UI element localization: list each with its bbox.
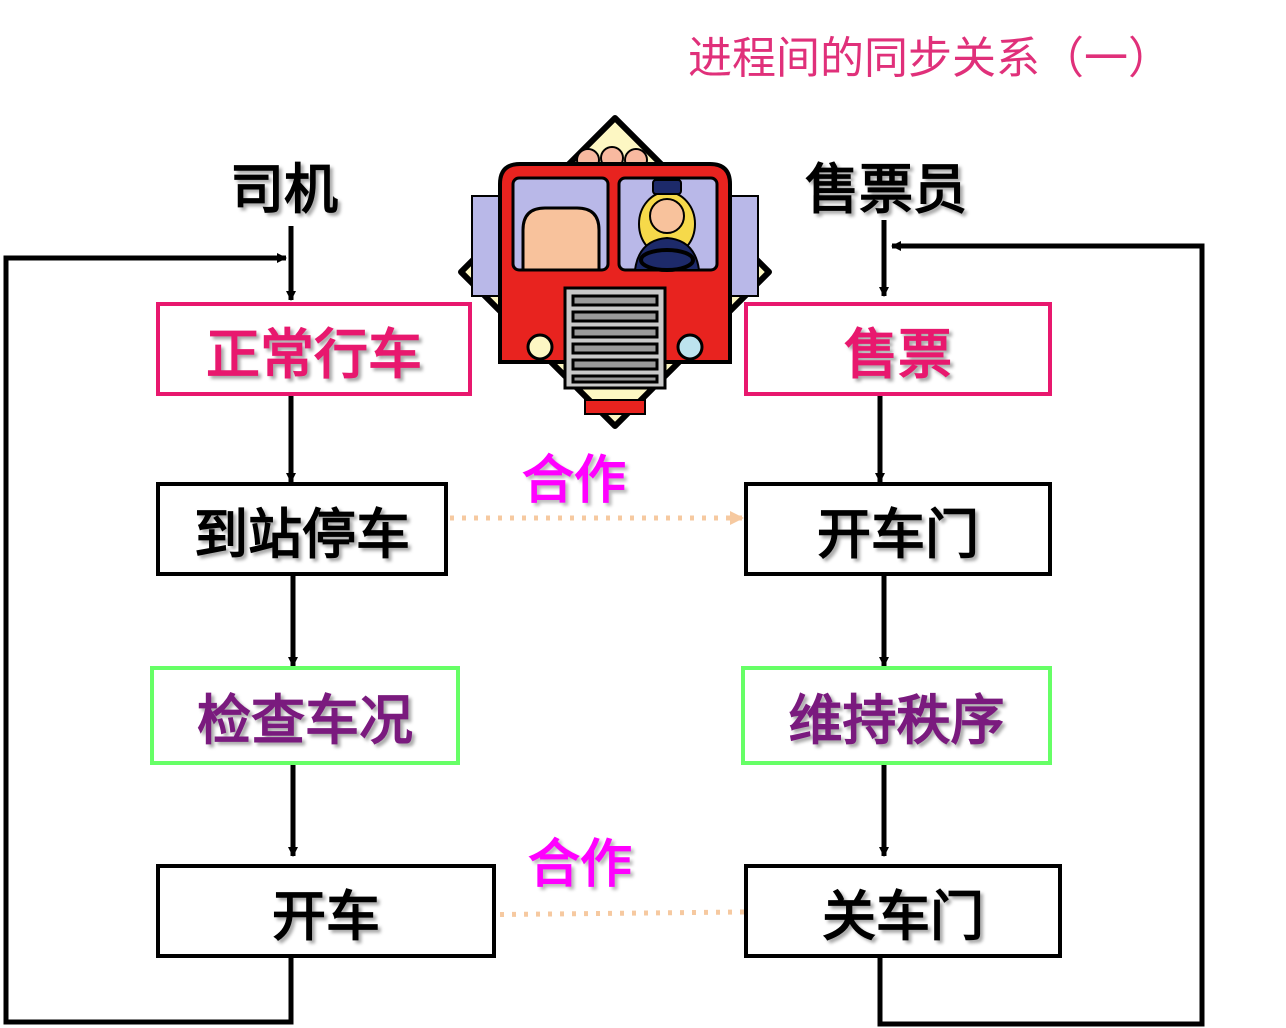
- conductor-loop: [875, 220, 1205, 1027]
- driver-label: 司机: [230, 158, 338, 221]
- step-start-bus: 开车: [156, 864, 496, 958]
- cooperation-label-1: 合作: [522, 451, 627, 511]
- step-stop-at-station: 到站停车: [156, 482, 448, 576]
- driver-loop: [3, 226, 298, 1025]
- step-open-door: 开车门: [744, 482, 1052, 576]
- step-normal-driving: 正常行车: [156, 302, 472, 396]
- step-close-door: 关车门: [744, 864, 1062, 958]
- step-sell-tickets: 售票: [744, 302, 1052, 396]
- step-maintain-order: 维持秩序: [741, 666, 1052, 765]
- bus-driver-icon: [458, 115, 772, 429]
- cooperation-label-2: 合作: [528, 835, 633, 895]
- sync-arrow-start-bus: [448, 907, 745, 922]
- conductor-label: 售票员: [805, 158, 967, 221]
- page-title: 进程间的同步关系（一）: [688, 33, 1172, 84]
- step-check-vehicle: 检查车况: [150, 666, 460, 765]
